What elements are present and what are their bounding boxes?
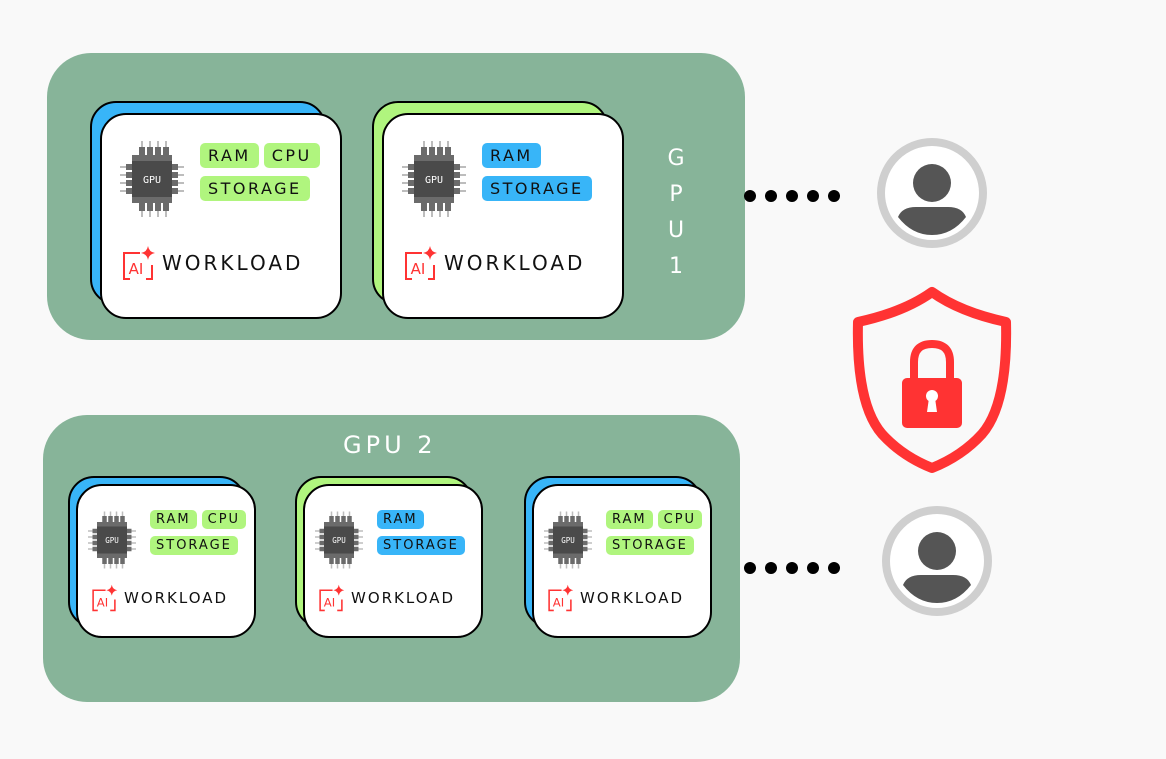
resource-tag-ram: RAM [150, 510, 197, 529]
svg-text:GPU: GPU [561, 536, 575, 545]
shield-lock-icon [850, 284, 1014, 480]
svg-text:AI: AI [97, 596, 108, 610]
gpu-chip-icon: GPU [315, 511, 363, 569]
svg-text:AI: AI [553, 596, 564, 610]
label-char: 1 [669, 254, 683, 279]
ai-sparkle-icon: AI [92, 584, 118, 612]
resource-tag-cpu: CPU [263, 143, 320, 168]
ai-workload-label: AI WORKLOAD [120, 245, 303, 281]
user-avatar-icon [876, 137, 988, 253]
gpu-chip: GPU [544, 510, 592, 570]
resource-tag-storage: STORAGE [482, 176, 592, 201]
tag-row: STORAGE [200, 176, 320, 201]
ai-workload-label: AI WORKLOAD [90, 584, 228, 612]
gpu-chip: GPU [402, 139, 466, 219]
connector-dot [828, 190, 840, 202]
tag-row: STORAGE [377, 536, 465, 555]
connector-gpu1-user1 [744, 190, 840, 202]
card-face: GPU RAM STORAGE AI WORKLOAD [303, 484, 483, 638]
gpu-chip-icon: GPU [120, 141, 184, 217]
label-char: P [669, 182, 683, 207]
resource-tags: RAM STORAGE [377, 510, 465, 555]
connector-dot [765, 562, 777, 574]
workload-text: WORKLOAD [162, 251, 304, 275]
svg-text:AI: AI [129, 260, 144, 278]
resource-tag-cpu: CPU [201, 510, 247, 529]
resource-tag-storage: STORAGE [606, 536, 694, 555]
connector-dot [807, 562, 819, 574]
workload-text: WORKLOAD [580, 589, 685, 607]
svg-text:GPU: GPU [105, 536, 119, 545]
tag-row: STORAGE [606, 536, 702, 555]
resource-tag-cpu: CPU [657, 510, 703, 529]
workload-text: WORKLOAD [351, 589, 456, 607]
label-char: U [667, 218, 685, 243]
ai-sparkle-icon: AI [548, 584, 574, 612]
ai-workload-label: AI WORKLOAD [317, 584, 455, 612]
resource-tag-storage: STORAGE [200, 176, 310, 201]
tag-row: STORAGE [150, 536, 246, 555]
label-char: G [667, 146, 685, 171]
connector-dot [786, 562, 798, 574]
ai-sparkle-icon: AI [123, 246, 155, 280]
gpu-chip: GPU [315, 510, 363, 570]
connector-dot [765, 190, 777, 202]
resource-tag-ram: RAM [482, 143, 541, 168]
resource-tag-storage: STORAGE [377, 536, 465, 555]
card-face: GPU RAM STORAGE AI WORKLOAD [382, 113, 624, 319]
ai-sparkle-icon: AI [319, 584, 345, 612]
gpu-group-2-label: GPU 2 [343, 431, 437, 459]
svg-text:AI: AI [324, 596, 335, 610]
gpu-chip: GPU [88, 510, 136, 570]
svg-text:GPU: GPU [425, 175, 443, 186]
tag-row: RAM [482, 143, 592, 168]
connector-dot [786, 190, 798, 202]
resource-tag-storage: STORAGE [150, 536, 238, 555]
svg-text:GPU: GPU [143, 175, 161, 186]
connector-dot [744, 190, 756, 202]
resource-tag-ram: RAM [200, 143, 259, 168]
ai-workload-label: AI WORKLOAD [546, 584, 684, 612]
gpu-chip-icon: GPU [402, 141, 466, 217]
workload-text: WORKLOAD [444, 251, 586, 275]
user-avatar-icon [881, 505, 993, 621]
workload-text: WORKLOAD [124, 589, 229, 607]
ai-workload-label: AI WORKLOAD [402, 245, 585, 281]
gpu-chip-icon: GPU [544, 511, 592, 569]
resource-tag-ram: RAM [377, 510, 424, 529]
resource-tags: RAM STORAGE [482, 143, 592, 201]
connector-dot [828, 562, 840, 574]
tag-row: RAM [377, 510, 465, 529]
connector-dot [807, 190, 819, 202]
connector-gpu2-user2 [744, 562, 840, 574]
ai-sparkle-icon: AI [405, 246, 437, 280]
svg-text:AI: AI [411, 260, 426, 278]
tag-row: STORAGE [482, 176, 592, 201]
resource-tag-ram: RAM [606, 510, 653, 529]
gpu-group-1-label: G P U 1 [661, 141, 691, 285]
gpu-chip-icon: GPU [88, 511, 136, 569]
gpu-chip: GPU [120, 139, 184, 219]
svg-text:GPU: GPU [332, 536, 346, 545]
connector-dot [744, 562, 756, 574]
